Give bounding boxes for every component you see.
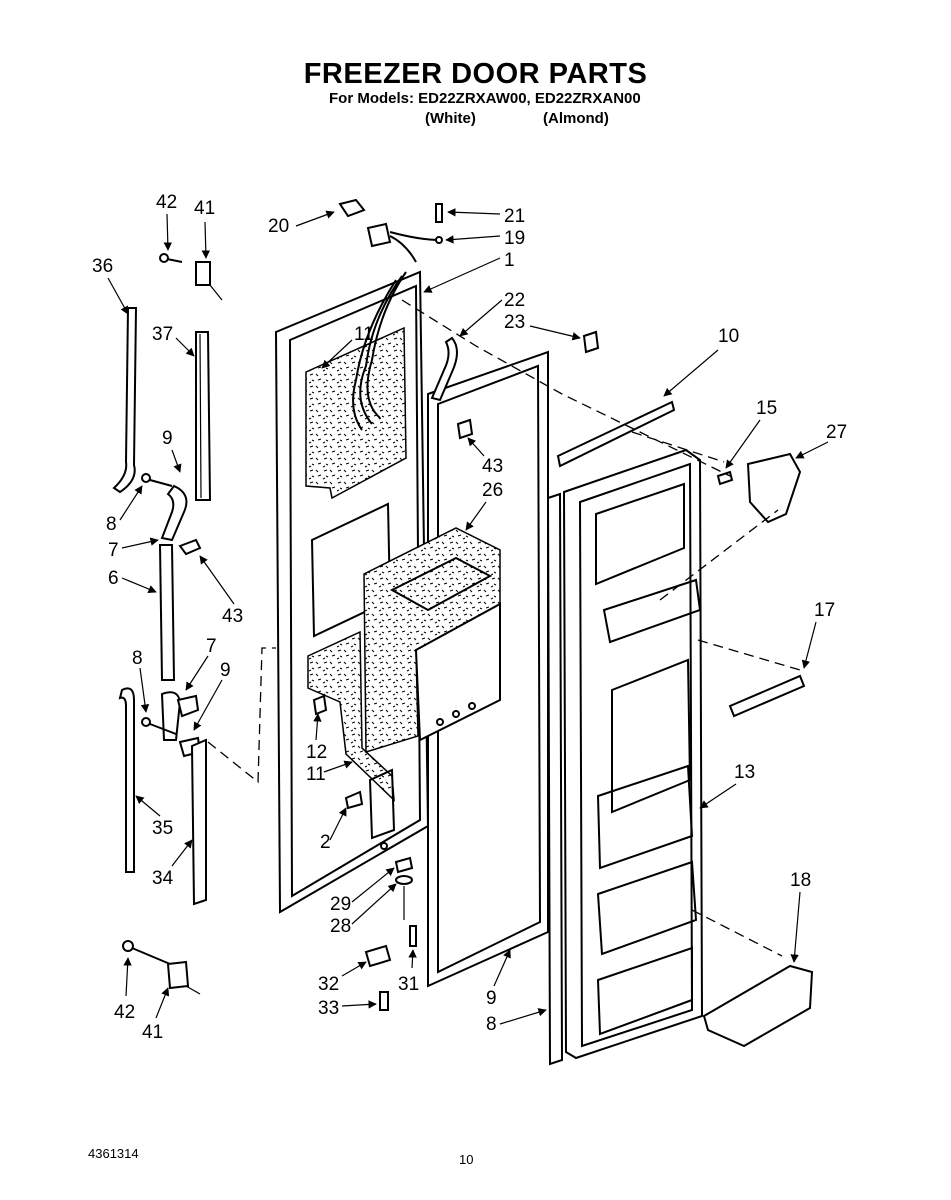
plug-part: [582, 330, 600, 354]
trim-bar: [556, 400, 676, 468]
callout-27: 29: [330, 894, 351, 915]
callout-17: 19: [504, 228, 525, 249]
callout-21: 23: [504, 312, 525, 333]
callout-5-low: 7: [206, 636, 217, 657]
callout-10: 9: [486, 988, 497, 1009]
funnel-part: [746, 452, 802, 524]
callout-22: 26: [482, 480, 503, 501]
callout-33: 35: [152, 818, 173, 839]
callout-5-top: 7: [108, 540, 119, 561]
callout-36-bottom: 41: [142, 1022, 163, 1043]
callout-11-top: 11: [354, 324, 374, 345]
tube-part: [430, 336, 458, 402]
callout-18: 20: [268, 216, 289, 237]
variant-almond: (Almond): [543, 110, 609, 127]
page-number: 10: [459, 1152, 474, 1167]
callout-19: 21: [504, 206, 525, 227]
variant-white: (White): [425, 110, 476, 127]
callout-6-low: 8: [132, 648, 143, 669]
callout-37-top: 42: [156, 192, 177, 213]
callout-8: 8: [486, 1014, 497, 1035]
hinge-cap-parts: [364, 856, 417, 1011]
callout-15: 15: [756, 398, 777, 419]
callout-34: 36: [92, 256, 113, 277]
callout-13: 13: [734, 762, 755, 783]
callout-28: 31: [398, 974, 419, 995]
door-bin: [702, 964, 814, 1048]
top-connectors: [338, 198, 443, 263]
callout-26: 28: [330, 916, 351, 937]
callout-20: 22: [504, 290, 525, 311]
dispenser-housing: [363, 527, 501, 754]
callout-3: 6: [108, 568, 119, 589]
callout-29: 32: [318, 974, 339, 995]
callout-12: 12: [306, 742, 327, 763]
callout-7-top: 9: [162, 428, 173, 449]
screw-15: [716, 470, 734, 486]
callout-16: 17: [814, 600, 835, 621]
callout-9: 10: [718, 326, 739, 347]
document-number: 4361314: [88, 1146, 139, 1161]
clip-43: [456, 418, 474, 440]
callout-37-bottom: 42: [114, 1002, 135, 1023]
callout-23: 27: [826, 422, 847, 443]
callout-11-low: 11: [306, 764, 326, 785]
callout-42: 43: [222, 606, 243, 627]
callout-43: 43: [482, 456, 503, 477]
callout-1: 1: [504, 250, 515, 271]
callout-2: 2: [320, 832, 331, 853]
callout-36-top: 41: [194, 198, 215, 219]
callout-41: 18: [790, 870, 811, 891]
callout-31: 33: [318, 998, 339, 1019]
page-title: FREEZER DOOR PARTS: [303, 58, 648, 90]
callout-32: 34: [152, 868, 174, 889]
outer-door-panel: [274, 270, 430, 914]
callout-35: 37: [152, 324, 173, 345]
callout-7-low: 9: [220, 660, 231, 681]
strip-16: [728, 674, 806, 718]
callouts: 42 41 36 37 9 8 7 6 43 8 7 9 35 34 42 41…: [92, 192, 847, 1043]
callout-6-top: 8: [106, 514, 117, 535]
inner-door-liner: [562, 448, 704, 1060]
models-line: For Models: ED22ZRXAW00, ED22ZRXAN00: [329, 90, 641, 107]
hinge-parts-left: [112, 253, 276, 995]
